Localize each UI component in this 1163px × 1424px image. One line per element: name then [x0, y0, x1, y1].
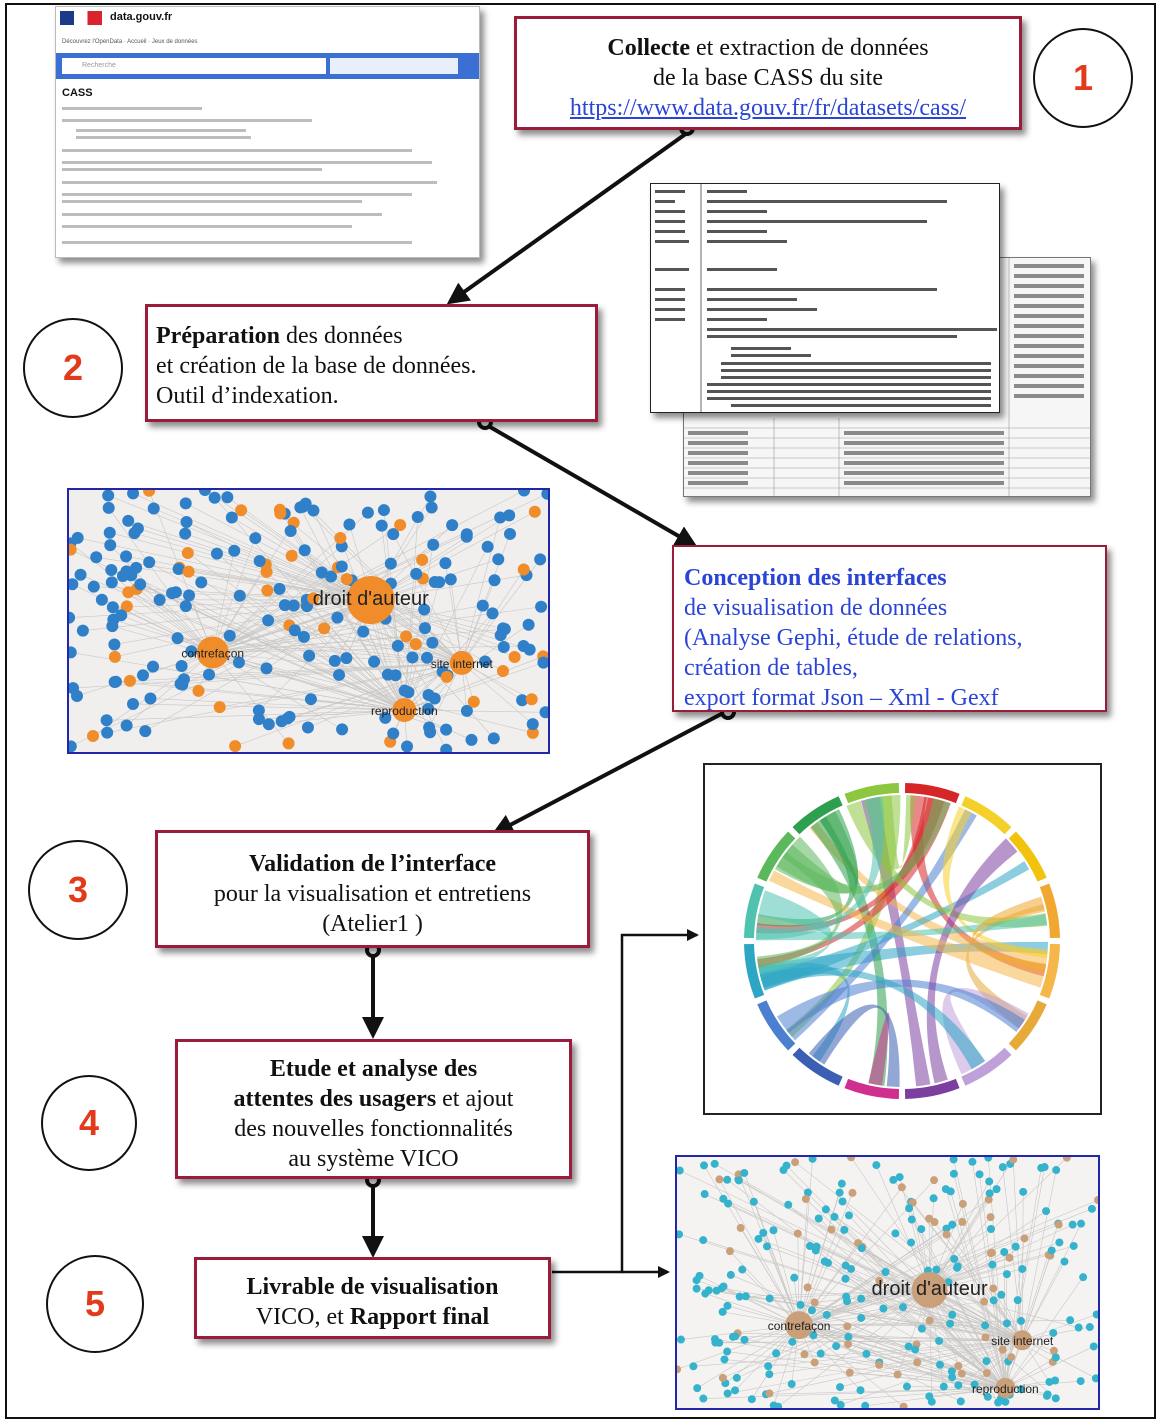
graph-hub-label: site internet — [991, 1334, 1054, 1348]
search-placeholder: Recherche — [82, 62, 116, 69]
graph-hub-label: droit d'auteur — [313, 588, 429, 610]
step-3-line2: pour la visualisation et entretiens — [213, 881, 532, 907]
step-1-box: Collecte et extraction de données de la … — [514, 16, 1022, 130]
step-2-line1: Préparation des données — [156, 323, 403, 349]
step-5-line2: VICO, et Rapport final — [255, 1304, 490, 1330]
graph-hub-label: contrefaçon — [181, 646, 244, 660]
graph-hub-node — [785, 1311, 814, 1340]
flag-logo — [60, 11, 102, 25]
graph-hub-node — [995, 1377, 1016, 1398]
step-number-1: 1 — [1033, 28, 1133, 128]
network-graph-2-canvas: droit d'auteur contrefaçon site internet re… — [677, 1157, 1098, 1408]
chord-arcs — [744, 783, 1060, 1099]
step-2-box: Préparation des données et création de l… — [145, 304, 598, 422]
network-graph-2: droit d'auteur contrefaçon site internet re… — [675, 1155, 1100, 1410]
graph-hub-node — [346, 576, 395, 625]
conception-line1: Conception des interfaces — [684, 565, 947, 591]
chord-ribbons — [756, 795, 1048, 1087]
website-screenshot: data.gouv.fr Découvrez l'OpenData · Accu… — [55, 6, 480, 258]
graph-hub-label: contrefaçon — [768, 1319, 831, 1333]
step-3-box: Validation de l’interface pour la visual… — [155, 830, 590, 948]
network-graph-1: droit d'auteur contrefaçon site internet re… — [67, 488, 550, 754]
graph-hub-node — [1012, 1330, 1033, 1351]
site-nav[interactable]: Découvrez l'OpenData · Accueil · Jeux de… — [62, 39, 198, 45]
step-2-line2: et création de la base de données. — [156, 353, 477, 379]
chord-diagram-canvas — [744, 783, 1060, 1099]
step-2-line3: Outil d’indexation. — [156, 383, 339, 409]
step-3-line1: Validation de l’interface — [248, 851, 497, 877]
step-number-2: 2 — [23, 318, 123, 418]
step-1-bold: Collecte — [607, 35, 691, 61]
cass-dataset-link[interactable]: https://www.data.gouv.fr/fr/datasets/cas… — [569, 95, 967, 121]
step-4-line1: Etude et analyse des — [269, 1056, 478, 1082]
graph-hub-label: site internet — [431, 657, 494, 671]
document-screenshot — [650, 183, 1000, 413]
site-body-text — [62, 107, 437, 244]
site-search-button[interactable] — [330, 58, 458, 74]
conception-line2: de visualisation de données — [684, 595, 948, 621]
step-number-4: 4 — [41, 1075, 137, 1171]
conception-line3: (Analyse Gephi, étude de relations, — [684, 625, 1023, 651]
graph-hub-node — [392, 698, 417, 723]
document-text — [655, 184, 997, 412]
site-page-title: CASS — [62, 87, 93, 99]
step-1-line2: de la base CASS du site — [653, 65, 883, 91]
step-number-5: 5 — [46, 1255, 144, 1353]
graph-hub-label: droit d'auteur — [872, 1278, 988, 1300]
network-graph-1-canvas: droit d'auteur contrefaçon site internet re… — [69, 490, 548, 752]
conception-line4: création de tables, — [684, 655, 858, 681]
step-5-box: Livrable de visualisation VICO, et Rappo… — [194, 1257, 551, 1339]
graph-hub-node — [196, 636, 229, 669]
step-5-line1: Livrable de visualisation — [246, 1274, 499, 1300]
site-name[interactable]: data.gouv.fr — [110, 11, 173, 23]
step-number-3: 3 — [28, 840, 128, 940]
step-1-line1: Collecte et extraction de données — [607, 35, 929, 61]
graph-hub-node — [911, 1272, 948, 1309]
page-frame — [5, 3, 1156, 1419]
site-search-input[interactable]: Recherche — [62, 58, 326, 74]
step-4-line3: des nouvelles fonctionnalités — [234, 1116, 513, 1142]
step-4-line4: au système VICO — [288, 1146, 459, 1172]
graph-hub-label: reproduction — [972, 1382, 1039, 1396]
graph-hub-node — [449, 650, 474, 675]
conception-box: Conception des interfaces de visualisati… — [672, 545, 1107, 712]
conception-line5: export format Json – Xml - Gexf — [684, 685, 999, 711]
step-4-box: Etude et analyse des attentes des usager… — [175, 1039, 572, 1179]
step-3-line3: (Atelier1 ) — [322, 911, 423, 937]
table-grid — [684, 258, 1090, 496]
chord-diagram — [703, 763, 1102, 1115]
step-4-line2: attentes des usagers et ajout — [233, 1086, 514, 1112]
graph-hub-label: reproduction — [371, 704, 438, 718]
